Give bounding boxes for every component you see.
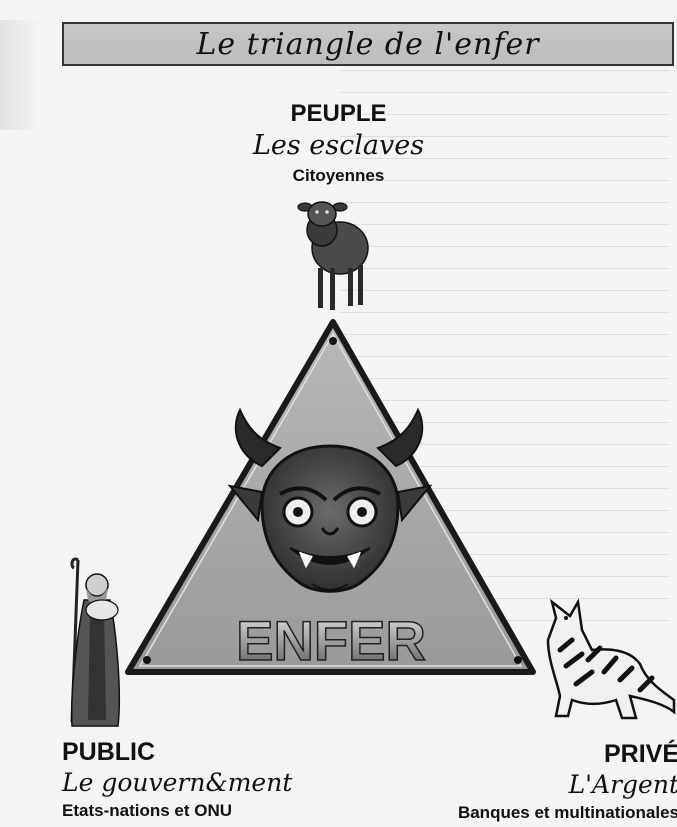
triangle-right-dot	[514, 656, 522, 664]
right-heading: PRIVÉ	[603, 740, 677, 768]
enfer-label: ENFER	[236, 609, 426, 672]
top-script: Les esclaves	[252, 130, 425, 161]
triangle-left-dot	[143, 656, 151, 664]
page-title: Le triangle de l'enfer	[196, 26, 540, 62]
sheep-icon	[297, 201, 369, 310]
title-banner: Le triangle de l'enfer	[62, 22, 674, 66]
left-script: Le gouvern&ment	[62, 768, 293, 797]
left-sub: Etats-nations et ONU	[62, 801, 233, 820]
triangle-top-dot	[329, 337, 337, 345]
shepherd-icon	[70, 557, 121, 727]
top-sub: Citoyennes	[292, 166, 385, 185]
demon-head-icon	[227, 407, 433, 593]
wolf-icon	[546, 598, 676, 720]
right-sub: Banques et multinationales	[457, 803, 677, 822]
background-ghost-left	[0, 20, 40, 130]
right-script: L'Argent	[568, 770, 677, 799]
top-heading: PEUPLE	[290, 100, 387, 127]
left-heading: PUBLIC	[62, 738, 156, 766]
